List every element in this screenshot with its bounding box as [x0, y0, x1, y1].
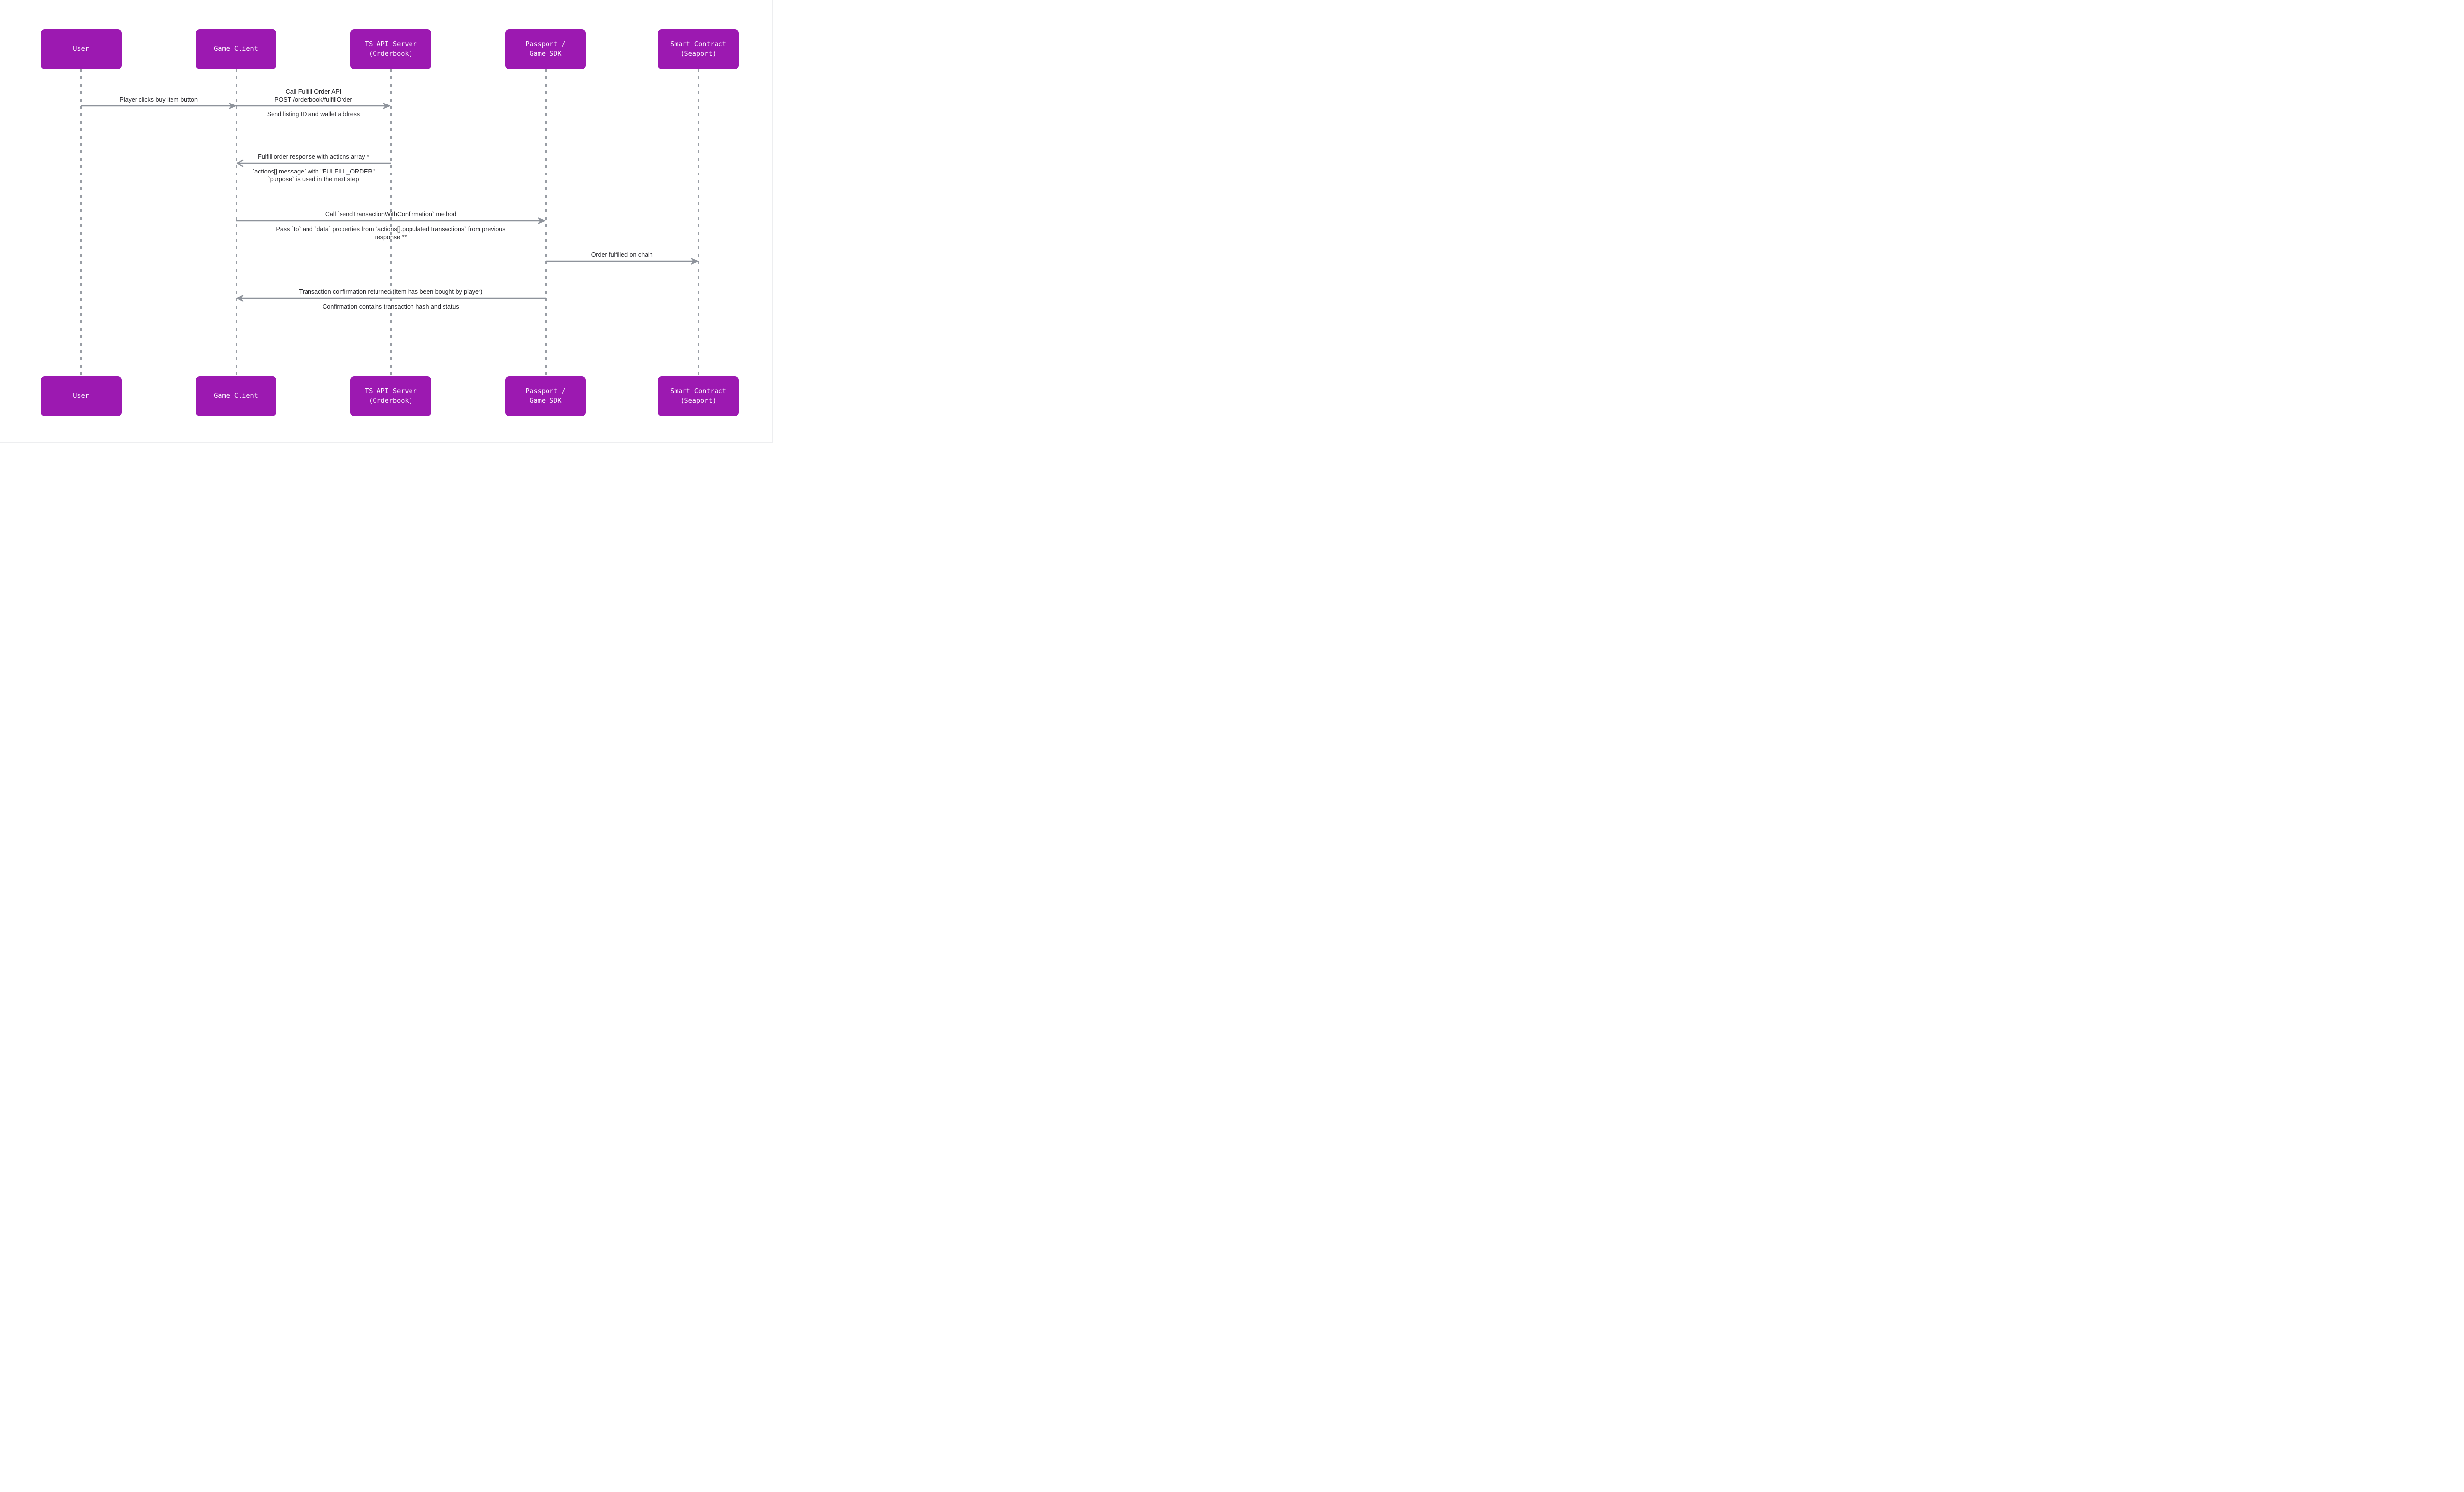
- actor-user-bottom: User: [40, 376, 122, 416]
- actor-smart-contract-bottom: Smart Contract (Seaport): [658, 376, 739, 416]
- lifeline-ts-api-server: [390, 69, 392, 376]
- message-label-transaction-confirmation-returned: Transaction confirmation returned (item …: [299, 288, 483, 295]
- actor-passport-game-sdk-bottom: Passport / Game SDK: [505, 376, 586, 416]
- message-arrow-user-to-game-client: [81, 103, 236, 109]
- message-label-call-fulfill-order-api: Call Fulfill Order API POST /orderbook/f…: [274, 88, 352, 103]
- message-arrow-ts-api-to-game-client: [236, 159, 391, 167]
- message-label-send-transaction-with-confirmation: Call `sendTransactionWithConfirmation` m…: [325, 211, 457, 218]
- lifeline-passport-game-sdk: [545, 69, 547, 376]
- message-arrow-passport-to-game-client: [236, 295, 546, 302]
- actor-smart-contract-top: Smart Contract (Seaport): [658, 29, 739, 69]
- lifeline-user: [80, 69, 82, 376]
- message-label-fulfill-order-response: Fulfill order response with actions arra…: [258, 153, 369, 160]
- message-note-send-listing-id: Send listing ID and wallet address: [267, 111, 360, 118]
- sequence-diagram-canvas: User Game Client TS API Server (Orderboo…: [0, 0, 773, 443]
- message-arrow-passport-to-smart-contract: [546, 258, 699, 265]
- actor-passport-game-sdk-top: Passport / Game SDK: [505, 29, 586, 69]
- actor-game-client-bottom: Game Client: [196, 376, 276, 416]
- message-note-pass-to-and-data: Pass `to` and `data` properties from `ac…: [276, 226, 506, 241]
- actor-game-client-top: Game Client: [196, 29, 276, 69]
- message-arrow-game-client-to-ts-api: [236, 103, 391, 109]
- actor-user-top: User: [40, 29, 122, 69]
- message-label-player-clicks-buy: Player clicks buy item button: [119, 96, 198, 103]
- message-label-order-fulfilled-on-chain: Order fulfilled on chain: [591, 251, 653, 258]
- actor-ts-api-server-bottom: TS API Server (Orderbook): [350, 376, 431, 416]
- message-note-confirmation-contains-hash: Confirmation contains transaction hash a…: [322, 303, 459, 310]
- message-note-actions-message: `actions[].message` with "FULFILL_ORDER"…: [252, 168, 375, 183]
- lifeline-smart-contract: [698, 69, 699, 376]
- actor-ts-api-server-top: TS API Server (Orderbook): [350, 29, 431, 69]
- message-arrow-game-client-to-passport: [236, 217, 546, 224]
- lifeline-game-client: [235, 69, 237, 376]
